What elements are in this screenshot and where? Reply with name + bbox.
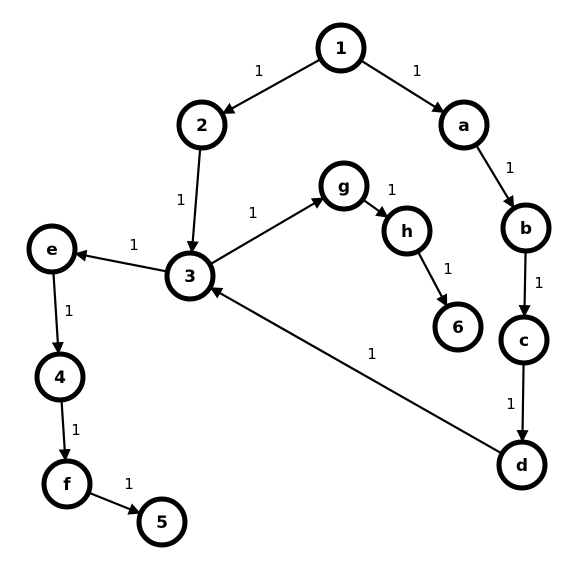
edge-d-to-3 — [209, 286, 503, 455]
node-4: 4 — [34, 351, 86, 403]
node-label-5: 5 — [156, 513, 168, 533]
edge-weight-label-3-g: 1 — [248, 204, 258, 222]
node-label-a: a — [458, 116, 469, 136]
node-circle-6 — [432, 301, 484, 353]
edge-3-to-g — [209, 197, 325, 266]
node-label-g: g — [338, 177, 350, 197]
node-label-2: 2 — [196, 116, 208, 136]
node-circle-4 — [34, 351, 86, 403]
node-label-1: 1 — [335, 39, 347, 59]
edge-3-to-e — [74, 249, 168, 273]
node-2: 2 — [176, 99, 228, 151]
node-g: g — [318, 160, 370, 212]
edge-4-to-f — [58, 399, 71, 462]
node-circle-5 — [136, 496, 188, 548]
edge-b-to-c — [518, 250, 531, 318]
edge-weight-label-3-e: 1 — [129, 236, 139, 254]
node-circle-b — [500, 202, 552, 254]
edge-g-to-h — [362, 198, 389, 218]
node-1: 1 — [315, 22, 367, 74]
node-5: 5 — [136, 496, 188, 548]
edge-weight-label-e-4: 1 — [64, 302, 74, 320]
edge-h-to-6 — [416, 250, 448, 307]
node-circle-g — [318, 160, 370, 212]
node-circle-f — [41, 458, 93, 510]
edge-weight-label-d-3: 1 — [367, 345, 377, 363]
node-label-d: d — [516, 456, 528, 476]
node-circle-3 — [164, 250, 216, 302]
node-label-f: f — [63, 475, 71, 495]
node-a: a — [438, 99, 490, 151]
node-d: d — [496, 439, 548, 491]
edge-weight-label-h-6: 1 — [443, 260, 453, 278]
edge-weight-label-a-b: 1 — [505, 159, 515, 177]
edge-f-to-5 — [87, 491, 141, 515]
node-circle-a — [438, 99, 490, 151]
node-label-h: h — [401, 222, 413, 242]
edge-a-to-b — [474, 144, 515, 209]
node-circle-h — [381, 205, 433, 257]
node-c: c — [498, 314, 550, 366]
node-label-4: 4 — [54, 368, 66, 388]
edge-2-to-3 — [186, 147, 202, 254]
edges-layer: 1 1 1 1 1 1 1 1 1 1 1 1 1 1 — [51, 58, 544, 515]
nodes-layer: 1 2 a b g h e 3 6 c 4 d f 5 — [26, 22, 552, 548]
node-label-3: 3 — [184, 267, 196, 287]
node-e: e — [26, 223, 78, 275]
node-label-c: c — [519, 331, 529, 351]
node-circle-c — [498, 314, 550, 366]
edge-weight-label-1-a: 1 — [412, 62, 422, 80]
node-circle-2 — [176, 99, 228, 151]
edge-weight-label-c-d: 1 — [506, 395, 516, 413]
node-f: f — [41, 458, 93, 510]
node-b: b — [500, 202, 552, 254]
edge-1-to-2 — [221, 58, 322, 115]
edge-weight-label-4-f: 1 — [71, 421, 81, 439]
node-3: 3 — [164, 250, 216, 302]
node-circle-e — [26, 223, 78, 275]
edge-c-to-d — [516, 362, 529, 443]
node-h: h — [381, 205, 433, 257]
edge-1-to-a — [359, 59, 445, 114]
node-label-e: e — [46, 240, 58, 260]
edge-weight-label-b-c: 1 — [534, 274, 544, 292]
edge-weight-label-g-h: 1 — [387, 181, 397, 199]
node-6: 6 — [432, 301, 484, 353]
node-label-b: b — [520, 219, 532, 239]
node-circle-d — [496, 439, 548, 491]
edge-weight-label-2-3: 1 — [176, 191, 186, 209]
edge-weight-label-1-2: 1 — [254, 62, 264, 80]
node-circle-1 — [315, 22, 367, 74]
edge-weight-label-f-5: 1 — [124, 475, 134, 493]
node-label-6: 6 — [452, 318, 464, 338]
edge-e-to-4 — [51, 271, 64, 355]
